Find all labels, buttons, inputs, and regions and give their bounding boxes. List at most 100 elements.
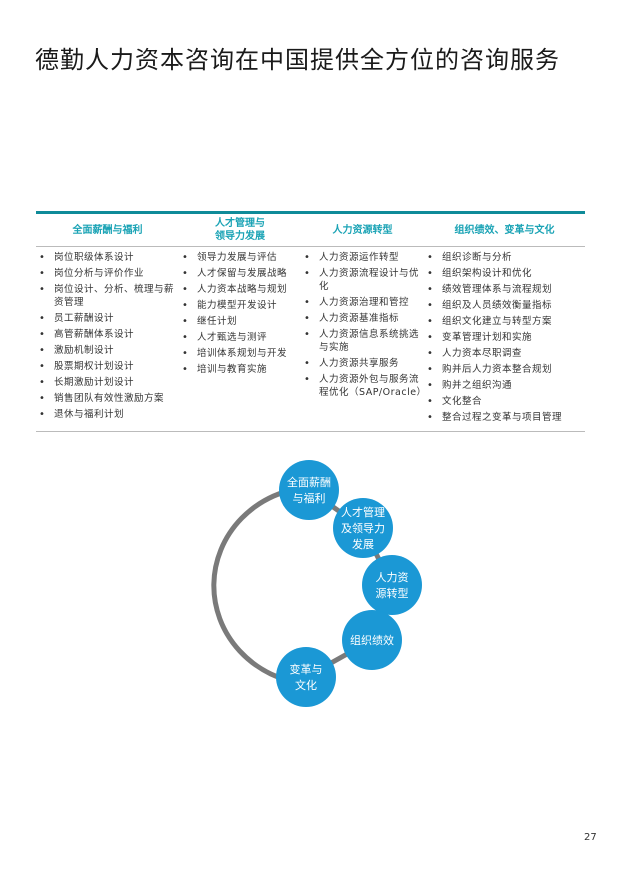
- bullet-icon: •: [304, 358, 311, 369]
- list-item: •培训体系规划与开发: [182, 348, 288, 359]
- bullet-icon: •: [427, 300, 434, 311]
- bullet-icon: •: [304, 313, 311, 324]
- list-item: •岗位分析与评价作业: [39, 268, 145, 279]
- bullet-icon: •: [304, 268, 311, 279]
- list-item: •能力模型开发设计: [182, 300, 278, 311]
- list-item: •人才保留与发展战略: [182, 268, 288, 279]
- bullet-icon: •: [39, 393, 46, 404]
- list-item: •购并后人力资本整合规划: [427, 364, 553, 375]
- bullet-icon: •: [304, 329, 311, 340]
- bullet-icon: •: [182, 252, 189, 263]
- list-item: •激励机制设计: [39, 345, 115, 356]
- list-item: •岗位设计、分析、梳理与薪资管理: [39, 284, 175, 308]
- bullet-icon: •: [304, 252, 311, 263]
- bullet-icon: •: [427, 412, 434, 423]
- column-talent: •领导力发展与评估 •人才保留与发展战略 •人力资本战略与规划 •能力模型开发设计 •继…: [179, 251, 301, 427]
- diagram-node: 全面薪酬与福利: [279, 460, 339, 520]
- list-item: •人力资本尽职调查: [427, 348, 523, 359]
- list-item: •人力资本战略与规划: [182, 284, 288, 295]
- list-item: •人力资源外包与服务流程优化（SAP/Oracle）: [304, 374, 427, 398]
- svg-text:文化: 文化: [295, 678, 317, 692]
- list-item: •销售团队有效性激励方案: [39, 393, 165, 404]
- column-org-performance: •组织诊断与分析 •组织架构设计和优化 •绩效管理体系与流程规划 •组织及人员绩效衡量…: [424, 251, 585, 427]
- list-item: •人力资源基准指标: [304, 313, 400, 324]
- bullet-icon: •: [427, 364, 434, 375]
- table-top-bar: [36, 211, 585, 214]
- list-item: •组织架构设计和优化: [427, 268, 533, 279]
- table-body: •岗位职级体系设计 •岗位分析与评价作业 •岗位设计、分析、梳理与薪资管理 •员工薪酬…: [36, 247, 585, 432]
- list-item: •人力资源治理和管控: [304, 297, 410, 308]
- list-item: •培训与教育实施: [182, 364, 268, 375]
- list-item: •变革管理计划和实施: [427, 332, 533, 343]
- cycle-arc: [211, 484, 310, 687]
- svg-text:变革与: 变革与: [290, 662, 323, 676]
- diagram-node: 人力资源转型: [362, 555, 422, 615]
- bullet-icon: •: [182, 284, 189, 295]
- column-compensation: •岗位职级体系设计 •岗位分析与评价作业 •岗位设计、分析、梳理与薪资管理 •员工薪酬…: [36, 251, 179, 427]
- list-item: •长期激励计划设计: [39, 377, 135, 388]
- services-table: 全面薪酬与福利 人才管理与领导力发展 人力资源转型 组织绩效、变革与文化 •岗位…: [36, 211, 585, 432]
- list-item: •人力资源流程设计与优化: [304, 268, 420, 292]
- bullet-icon: •: [427, 284, 434, 295]
- bullet-icon: •: [39, 313, 46, 324]
- bullet-icon: •: [39, 329, 46, 340]
- page-number: 27: [584, 832, 597, 843]
- bullet-icon: •: [182, 268, 189, 279]
- list-item: •组织及人员绩效衡量指标: [427, 300, 553, 311]
- bullet-icon: •: [182, 332, 189, 343]
- list-item: •整合过程之变革与项目管理: [427, 412, 563, 423]
- list-item: •退休与福利计划: [39, 409, 125, 420]
- bullet-icon: •: [39, 268, 46, 279]
- list-item: •继任计划: [182, 316, 238, 327]
- list-item: •绩效管理体系与流程规划: [427, 284, 553, 295]
- bullet-icon: •: [39, 252, 46, 263]
- svg-text:人才管理: 人才管理: [341, 505, 385, 519]
- list-item: •岗位职级体系设计: [39, 252, 135, 263]
- bullet-icon: •: [39, 361, 46, 372]
- diagram-node: 组织绩效: [342, 610, 402, 670]
- list-item: •文化整合: [427, 396, 483, 407]
- bullet-icon: •: [427, 348, 434, 359]
- bullet-icon: •: [427, 396, 434, 407]
- bullet-icon: •: [182, 300, 189, 311]
- list-item: •人才甄选与测评: [182, 332, 268, 343]
- bullet-icon: •: [427, 252, 434, 263]
- svg-text:全面薪酬: 全面薪酬: [287, 475, 331, 489]
- bullet-icon: •: [182, 316, 189, 327]
- bullet-icon: •: [182, 364, 189, 375]
- column-hr-transformation: •人力资源运作转型 •人力资源流程设计与优化 •人力资源治理和管控 •人力资源基准指标…: [301, 251, 427, 427]
- bullet-icon: •: [39, 409, 46, 420]
- header-hr-transformation: 人力资源转型: [332, 224, 393, 236]
- list-item: •股票期权计划设计: [39, 361, 135, 372]
- svg-text:发展: 发展: [352, 537, 374, 551]
- list-item: •员工薪酬设计: [39, 313, 115, 324]
- svg-text:及领导力: 及领导力: [341, 522, 385, 535]
- list-item: •人力资源共享服务: [304, 358, 400, 369]
- bullet-icon: •: [304, 297, 311, 308]
- header-org-performance: 组织绩效、变革与文化: [454, 224, 555, 236]
- bullet-icon: •: [182, 348, 189, 359]
- table-header-row: 全面薪酬与福利 人才管理与领导力发展 人力资源转型 组织绩效、变革与文化: [36, 214, 585, 247]
- list-item: •购并之组织沟通: [427, 380, 513, 391]
- bullet-icon: •: [39, 377, 46, 388]
- bullet-icon: •: [427, 268, 434, 279]
- list-item: •人力资源运作转型: [304, 252, 400, 263]
- bullet-icon: •: [39, 345, 46, 356]
- svg-text:源转型: 源转型: [376, 586, 409, 600]
- list-item: •领导力发展与评估: [182, 252, 278, 263]
- list-item: •高管薪酬体系设计: [39, 329, 135, 340]
- list-item: •组织诊断与分析: [427, 252, 513, 263]
- list-item: •人力资源信息系统挑选与实施: [304, 329, 420, 353]
- list-item: •组织文化建立与转型方案: [427, 316, 553, 327]
- bullet-icon: •: [427, 380, 434, 391]
- svg-text:与福利: 与福利: [293, 491, 326, 505]
- bullet-icon: •: [427, 332, 434, 343]
- svg-text:组织绩效: 组织绩效: [350, 633, 394, 647]
- bullet-icon: •: [304, 374, 311, 385]
- diagram-node: 变革与文化: [276, 647, 336, 707]
- header-talent: 人才管理与领导力发展: [215, 218, 265, 242]
- bullet-icon: •: [39, 284, 46, 295]
- svg-text:人力资: 人力资: [376, 571, 409, 584]
